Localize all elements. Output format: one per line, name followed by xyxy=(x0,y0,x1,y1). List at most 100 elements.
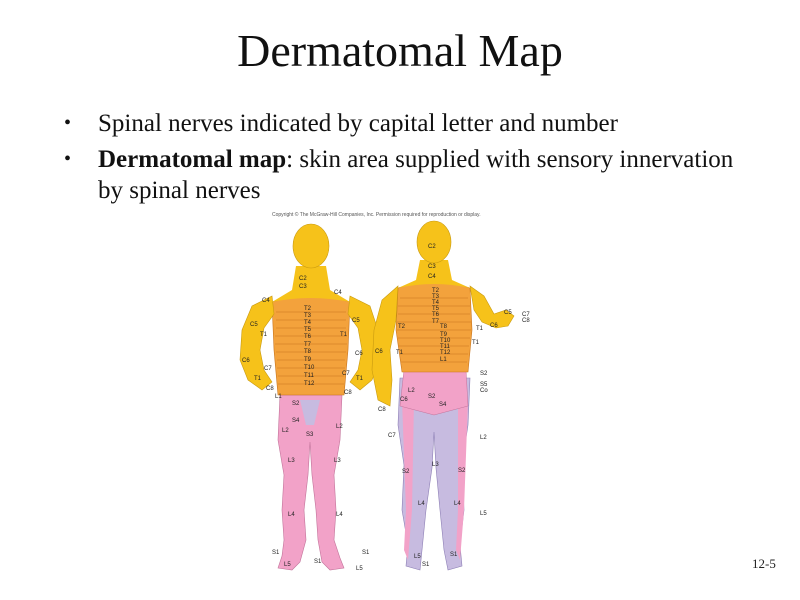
back-left-arm xyxy=(371,285,399,407)
dermatome-label: T9 xyxy=(440,332,448,338)
dermatome-label: T3 xyxy=(304,313,312,319)
dermatome-label: S2 xyxy=(480,371,488,377)
dermatome-label: T6 xyxy=(304,334,312,340)
dermatome-label: L5 xyxy=(480,511,487,517)
dermatome-label: T1 xyxy=(396,350,404,356)
dermatome-label: S2 xyxy=(428,394,436,400)
dermatome-label: S3 xyxy=(306,432,314,438)
dermatome-label: T1 xyxy=(472,340,480,346)
front-legs xyxy=(277,394,345,571)
dermatome-label: C4 xyxy=(262,298,270,304)
back-head xyxy=(416,220,452,264)
dermatome-label: T9 xyxy=(304,357,312,363)
dermatome-label: T1 xyxy=(254,376,262,382)
back-leg-stripe-left xyxy=(402,400,414,560)
dermatome-label: C8 xyxy=(266,386,274,392)
dermatome-label: T10 xyxy=(440,338,451,344)
dermatome-label: L2 xyxy=(480,435,487,441)
bullet-item: • Spinal nerves indicated by capital let… xyxy=(62,108,752,139)
dermatome-label: T7 xyxy=(304,342,312,348)
dermatome-label: T1 xyxy=(260,332,268,338)
dermatome-label: C6 xyxy=(375,349,383,355)
dermatome-label: T2 xyxy=(304,306,312,312)
dermatome-label: T4 xyxy=(304,320,312,326)
front-stripes xyxy=(275,311,347,385)
bullet-dot: • xyxy=(64,112,72,134)
dermatome-label: C4 xyxy=(334,290,342,296)
dermatome-label: C8 xyxy=(344,390,352,396)
bullet-term: Dermatomal map xyxy=(98,146,287,173)
dermatome-label: L1 xyxy=(440,357,447,363)
dermatome-label: C2 xyxy=(299,276,307,282)
dermatome-label: C6 xyxy=(490,323,498,329)
dermatome-label: L4 xyxy=(418,501,425,507)
dermatome-label: L4 xyxy=(288,512,295,518)
dermatome-label: C7 xyxy=(264,366,272,372)
dermatome-label: L2 xyxy=(336,424,343,430)
dermatome-label: T8 xyxy=(440,324,448,330)
dermatome-label: T1 xyxy=(476,326,484,332)
dermatome-label: T11 xyxy=(304,373,315,379)
dermatome-label: T3 xyxy=(432,294,440,300)
dermatome-label: L3 xyxy=(432,462,439,468)
dermatome-label: L4 xyxy=(336,512,343,518)
front-groin xyxy=(300,400,320,425)
dermatome-label: T5 xyxy=(432,306,440,312)
bullet-item: • Dermatomal map: skin area supplied wit… xyxy=(62,144,752,206)
dermatome-label: C4 xyxy=(428,274,436,280)
dermatome-label: S5 xyxy=(480,382,488,388)
dermatome-label: T12 xyxy=(304,381,315,387)
dermatome-label: T5 xyxy=(304,327,312,333)
dermatome-label: T4 xyxy=(432,300,440,306)
dermatome-label: L4 xyxy=(454,501,461,507)
front-body xyxy=(239,223,381,571)
front-head xyxy=(292,223,330,269)
dermatome-label: S2 xyxy=(458,468,466,474)
dermatome-label: C5 xyxy=(250,322,258,328)
dermatome-label: S1 xyxy=(362,550,370,556)
dermatome-label: T2 xyxy=(398,324,406,330)
dermatome-label: T1 xyxy=(356,376,364,382)
dermatome-label: C6 xyxy=(400,397,408,403)
dermatome-label: L3 xyxy=(334,458,341,464)
dermatome-label: L5 xyxy=(356,566,363,572)
dermatome-label: L5 xyxy=(284,562,291,568)
dermatome-label: C2 xyxy=(428,244,436,250)
dermatome-label: L5 xyxy=(414,554,421,560)
dermatome-label: S2 xyxy=(292,401,300,407)
dermatome-label: S2 xyxy=(402,469,410,475)
dermatome-label: S1 xyxy=(422,562,430,568)
dermatome-label: L2 xyxy=(408,388,415,394)
bullet-text: Spinal nerves indicated by capital lette… xyxy=(98,110,618,137)
dermatome-label: T10 xyxy=(304,365,315,371)
dermatome-label: S1 xyxy=(314,559,322,565)
dermatome-label: S1 xyxy=(272,550,280,556)
dermatome-label: T7 xyxy=(432,319,440,325)
dermatome-label: C6 xyxy=(242,358,250,364)
dermatome-label: L1 xyxy=(275,394,282,400)
dermatome-label: T1 xyxy=(340,332,348,338)
dermatome-label: C8 xyxy=(378,407,386,413)
figure-copyright: Copyright © The McGraw-Hill Companies, I… xyxy=(272,212,481,218)
front-left-arm xyxy=(239,295,275,391)
dermatome-label: C6 xyxy=(355,351,363,357)
back-leg-stripe-right xyxy=(456,400,468,560)
dermatome-label: T6 xyxy=(432,312,440,318)
slide-number: 12-5 xyxy=(752,556,776,571)
dermatome-label: C5 xyxy=(352,318,360,324)
dermatome-label: C7 xyxy=(342,371,350,377)
front-neck xyxy=(272,266,350,302)
dermatome-label: C7 xyxy=(522,312,530,318)
dermatome-label: C7 xyxy=(388,433,396,439)
dermatome-label: C5 xyxy=(504,310,512,316)
dermatome-label: S4 xyxy=(292,418,300,424)
back-right-arm xyxy=(469,285,515,329)
back-stripes xyxy=(397,297,471,363)
dermatome-label: L2 xyxy=(282,428,289,434)
dermatome-label: L3 xyxy=(288,458,295,464)
dermatome-label: C3 xyxy=(299,284,307,290)
dermatome-label: T11 xyxy=(440,344,451,350)
back-label-layer: C2C3C4T2T3T4T5T6T7T8T9T10T11T12L1C5C6C7C… xyxy=(375,244,530,568)
